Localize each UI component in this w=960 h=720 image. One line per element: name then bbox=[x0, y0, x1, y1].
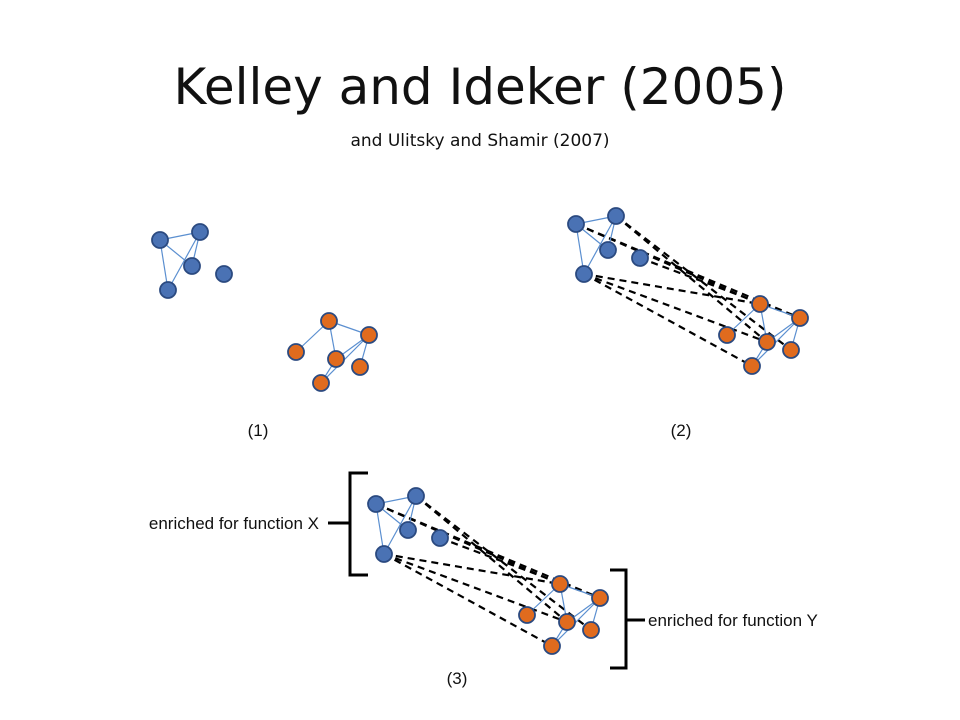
page-subtitle: and Ulitsky and Shamir (2007) bbox=[350, 131, 610, 151]
orange-network-node bbox=[751, 295, 769, 313]
orange-network-node bbox=[320, 312, 338, 330]
alignment-edge bbox=[583, 273, 753, 367]
bracket-function-y bbox=[610, 568, 628, 670]
alignment-edge bbox=[415, 495, 568, 623]
orange-network-node bbox=[582, 621, 600, 639]
alignment-edge bbox=[639, 256, 801, 320]
orange-network-node bbox=[758, 333, 776, 351]
orange-network-node bbox=[591, 589, 609, 607]
alignment-edge bbox=[583, 272, 761, 306]
panel-3-label: (3) bbox=[447, 669, 468, 688]
blue-network-node bbox=[399, 521, 417, 539]
alignment-edge bbox=[615, 215, 792, 351]
function-y-label: enriched for function Y bbox=[648, 611, 818, 630]
function-x-label: enriched for function X bbox=[149, 514, 319, 533]
orange-network-node bbox=[351, 358, 369, 376]
alignment-edge bbox=[615, 215, 768, 343]
blue-network-node bbox=[599, 241, 617, 259]
alignment-edge bbox=[583, 272, 768, 344]
panel-2-aligned-networks bbox=[567, 207, 809, 375]
blue-network-node bbox=[431, 529, 449, 547]
blue-network-node bbox=[607, 207, 625, 225]
blue-network-node bbox=[215, 265, 233, 283]
alignment-edge bbox=[383, 552, 568, 624]
orange-network-node bbox=[718, 326, 736, 344]
blue-network-node bbox=[575, 265, 593, 283]
blue-network-edge bbox=[167, 231, 201, 291]
blue-network-node bbox=[367, 495, 385, 513]
alignment-edge bbox=[439, 536, 601, 600]
orange-network-node bbox=[543, 637, 561, 655]
panel-1-separate-networks bbox=[151, 223, 378, 392]
orange-network-edge bbox=[320, 334, 370, 384]
blue-network-node bbox=[375, 545, 393, 563]
alignment-edge bbox=[415, 495, 592, 631]
alignment-edge bbox=[375, 502, 561, 586]
orange-network-node bbox=[791, 309, 809, 327]
blue-network-node bbox=[183, 257, 201, 275]
blue-network-node bbox=[631, 249, 649, 267]
orange-network-node bbox=[743, 357, 761, 375]
blue-network-node bbox=[151, 231, 169, 249]
alignment-edge bbox=[575, 222, 761, 306]
panel-2-label: (2) bbox=[671, 421, 692, 440]
orange-network-node bbox=[312, 374, 330, 392]
panel-1-label: (1) bbox=[248, 421, 269, 440]
orange-network-node bbox=[558, 613, 576, 631]
blue-network-node bbox=[567, 215, 585, 233]
orange-network-node bbox=[518, 606, 536, 624]
orange-network-node bbox=[551, 575, 569, 593]
blue-network-edge bbox=[383, 495, 417, 555]
panel-3-networks bbox=[367, 487, 609, 655]
bracket-function-x bbox=[348, 471, 368, 577]
blue-network-node bbox=[159, 281, 177, 299]
blue-network-node bbox=[407, 487, 425, 505]
panel-3-enriched-modules bbox=[328, 471, 645, 670]
orange-network-edge bbox=[751, 317, 801, 367]
alignment-edge bbox=[383, 552, 561, 586]
orange-network-node bbox=[360, 326, 378, 344]
blue-network-node bbox=[191, 223, 209, 241]
page-title: Kelley and Ideker (2005) bbox=[173, 58, 787, 116]
orange-network-node bbox=[327, 350, 345, 368]
orange-network-edge bbox=[551, 597, 601, 647]
alignment-edge bbox=[383, 553, 553, 647]
orange-network-node bbox=[287, 343, 305, 361]
orange-network-node bbox=[782, 341, 800, 359]
blue-network-edge bbox=[583, 215, 617, 275]
